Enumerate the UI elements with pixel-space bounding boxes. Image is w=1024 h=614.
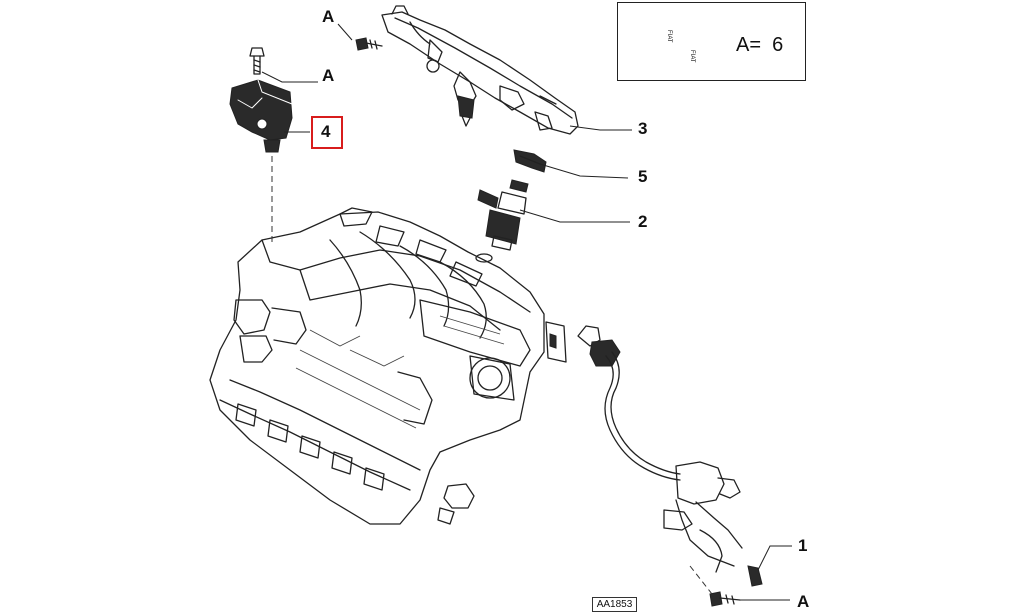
retaining-clip xyxy=(513,149,547,173)
callout-a-top: A xyxy=(322,7,335,26)
fiat-label-1: FIAT xyxy=(666,30,672,43)
fuel-injector xyxy=(475,179,529,263)
fiat-label-2: FIAT xyxy=(689,50,695,63)
callout-5: 5 xyxy=(638,167,648,186)
bolt-sensor xyxy=(249,47,265,75)
assembly-line-bolt xyxy=(689,565,713,595)
callout-4: 4 xyxy=(321,122,331,141)
callout-1: 1 xyxy=(798,536,808,555)
bolt-top xyxy=(355,37,383,51)
sensor-with-harness xyxy=(577,325,763,587)
fuel-rail xyxy=(381,5,579,135)
callout-a-bottom: A xyxy=(797,592,810,611)
callout-a-mid: A xyxy=(322,66,335,85)
bolt-bottom xyxy=(709,591,741,607)
intake-manifold xyxy=(209,207,567,525)
callout-3: 3 xyxy=(638,119,648,138)
leader-lines xyxy=(261,23,792,601)
map-sensor xyxy=(229,79,293,153)
tolerance-text: A= 6 xyxy=(736,34,784,56)
reference-code: AA1853 xyxy=(592,597,637,612)
part-4-highlight xyxy=(311,116,343,149)
callout-2: 2 xyxy=(638,212,648,231)
tolerance-legend-box xyxy=(617,2,806,81)
